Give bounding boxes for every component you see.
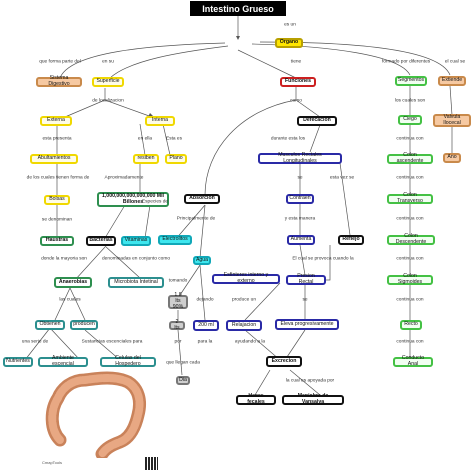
link-por: por xyxy=(174,339,182,345)
node-extiende: Extiende xyxy=(438,76,466,86)
link-continua-con-5: continua con xyxy=(396,297,424,303)
node-nutrientes: Nutrientes xyxy=(3,357,33,367)
node-2-lts: 2 lts xyxy=(169,319,185,330)
node-ciego: Ciego xyxy=(398,115,422,125)
node-contraen: Contraen xyxy=(286,194,314,204)
node-eleva-progresivamente: Eleva progresivamente xyxy=(275,319,339,330)
footer-credit: CmapTools xyxy=(42,460,63,465)
node-anaerobias: Anaerobias xyxy=(54,277,92,288)
node-billones: 1,000,000,000,000,000 Mil Billones xyxy=(97,192,169,207)
node-celulas-hospedero: Celulas del Hospedero xyxy=(100,355,156,367)
link-continua-con-1: continua con xyxy=(396,136,424,142)
link-en-ella: en ella xyxy=(137,136,153,142)
link-en-su: en su xyxy=(102,59,114,65)
link-continua-con-3: continua con xyxy=(396,216,424,222)
link-de-localizacion: de localizacion xyxy=(92,98,124,104)
node-maniobra-vansalva: Maniobra de Vansalva xyxy=(282,393,344,405)
link-especies-de: Especies de xyxy=(141,199,169,205)
node-excrecion: Excrecion xyxy=(266,356,302,367)
link-esta-es: Esta es xyxy=(166,136,182,142)
link-una-serie-de: una serie de xyxy=(21,339,49,345)
node-valvula-ileocecal: Valvula Ilocecal xyxy=(433,114,471,127)
node-musculos-rectales: Musculos Rectales Longitudinales xyxy=(258,152,342,164)
link-forma-parte: que forma parte del xyxy=(39,59,81,65)
link-esta-vez-se: esta vez se xyxy=(329,175,355,181)
node-microbiota: Microbiota Intetinal xyxy=(108,277,164,288)
link-las-cuales: las cuales xyxy=(59,297,81,303)
node-heces-fecales: Heces fecales xyxy=(236,393,276,405)
link-se-1: se xyxy=(297,175,303,181)
node-plano: Plano xyxy=(165,154,187,164)
node-200-ml: 200 ml xyxy=(193,320,219,331)
link-es-un: es un xyxy=(284,22,296,28)
node-abultamientos: Abultamientos xyxy=(30,154,78,164)
link-de-los-cuales: de los cuales tienen forma de xyxy=(26,175,90,181)
map-title: Intestino Grueso xyxy=(190,1,286,16)
node-defecacion: Defecacion xyxy=(297,116,337,126)
node-colon-transverso: Colon Transverso xyxy=(387,192,433,204)
link-durante-esta: durante esta los xyxy=(270,136,306,142)
node-bolsas: Bolsas xyxy=(44,195,70,205)
link-y-esta-manera: y esta manera xyxy=(284,216,316,222)
link-continua-con-2: continua con xyxy=(396,175,424,181)
link-donde-la-mayoria: donde la mayoria son xyxy=(41,256,87,262)
node-relajacion: Relajacion xyxy=(226,320,262,331)
node-agua: Agua xyxy=(193,256,211,265)
link-para-la: para la xyxy=(197,339,213,345)
qr-code xyxy=(145,457,158,470)
link-se: se xyxy=(302,297,308,303)
link-continua-con-4: continua con xyxy=(396,256,424,262)
node-ambiente-escencial: Ambiente escencial xyxy=(38,355,88,367)
node-obtienen: Obtienen xyxy=(35,320,65,330)
node-vitaminas: Vitaminas xyxy=(121,236,151,246)
node-recto: Recto xyxy=(400,320,422,330)
link-continua-con-6: continua con xyxy=(396,339,424,345)
link-formado-por: formado por diferentes xyxy=(381,59,431,65)
node-organo: Organo xyxy=(275,38,303,48)
node-producen: producen xyxy=(70,320,98,330)
colon-illustration xyxy=(45,371,147,458)
node-ano: Ano xyxy=(443,153,461,163)
link-dejando: dejando xyxy=(196,297,214,303)
link-ayudando: ayudando a la xyxy=(234,339,266,345)
node-funciones: Funciones xyxy=(280,77,316,87)
node-colon-ascendente: Colon ascendente xyxy=(387,152,433,164)
node-sistema-digestivo: Sistema Digestivo xyxy=(36,75,82,87)
node-esfinteres: Esfinteres interno y externo xyxy=(212,272,280,284)
link-produce-un: produce un xyxy=(231,297,257,303)
node-presion-rectal: Presion Rectal xyxy=(286,273,326,285)
node-electrolitos: Electrolitos xyxy=(158,235,192,245)
node-colon-sigmoides: Colon Sigmoides xyxy=(387,273,433,285)
node-externa: Externa xyxy=(40,116,72,126)
node-bacterias: Bacterias xyxy=(86,236,116,246)
node-superficie: Superficie xyxy=(92,77,124,87)
node-colon-descendente: Colon Descendente xyxy=(387,233,435,245)
node-segmentos: Segmentos xyxy=(395,76,427,86)
link-denominadas: denominadas en conjunto como xyxy=(101,256,171,262)
node-aumenta: Aumenta xyxy=(287,235,315,245)
link-la-cual-es: la cual es apoyada por xyxy=(285,378,335,384)
link-se-denominan: se denominan xyxy=(41,217,73,223)
node-dia: Dia xyxy=(176,376,190,385)
link-que-llegan-cada: que llegan cada xyxy=(166,360,200,366)
link-sustancias: Sustancias escenciales para xyxy=(81,339,143,345)
link-tiene: tiene xyxy=(290,59,302,65)
node-absorcion: Absorcion xyxy=(184,194,220,204)
link-esta-presenta: esta presenta xyxy=(42,136,72,142)
link-el-cual-provoca: El cual se provoca cuando la xyxy=(292,256,354,262)
link-tomando: tomando xyxy=(168,278,188,284)
link-principalmente-de: Principalmente de xyxy=(176,216,216,222)
link-como: como xyxy=(290,98,302,104)
node-resiben: resiben xyxy=(133,154,159,164)
link-aproximadamente: Aproximadamente xyxy=(104,175,144,181)
node-haustras: Haustras xyxy=(40,236,74,246)
link-los-cuales-son: los cuales son xyxy=(394,98,426,104)
node-reflejo: Reflejo xyxy=(338,235,364,245)
node-conducto-anal: Conducto Anal xyxy=(393,355,433,367)
link-el-cual-se: el cual se xyxy=(444,59,466,65)
node-1-8-lts: 1.8 lts 90% xyxy=(168,292,188,310)
node-interna: Interna xyxy=(145,116,175,126)
